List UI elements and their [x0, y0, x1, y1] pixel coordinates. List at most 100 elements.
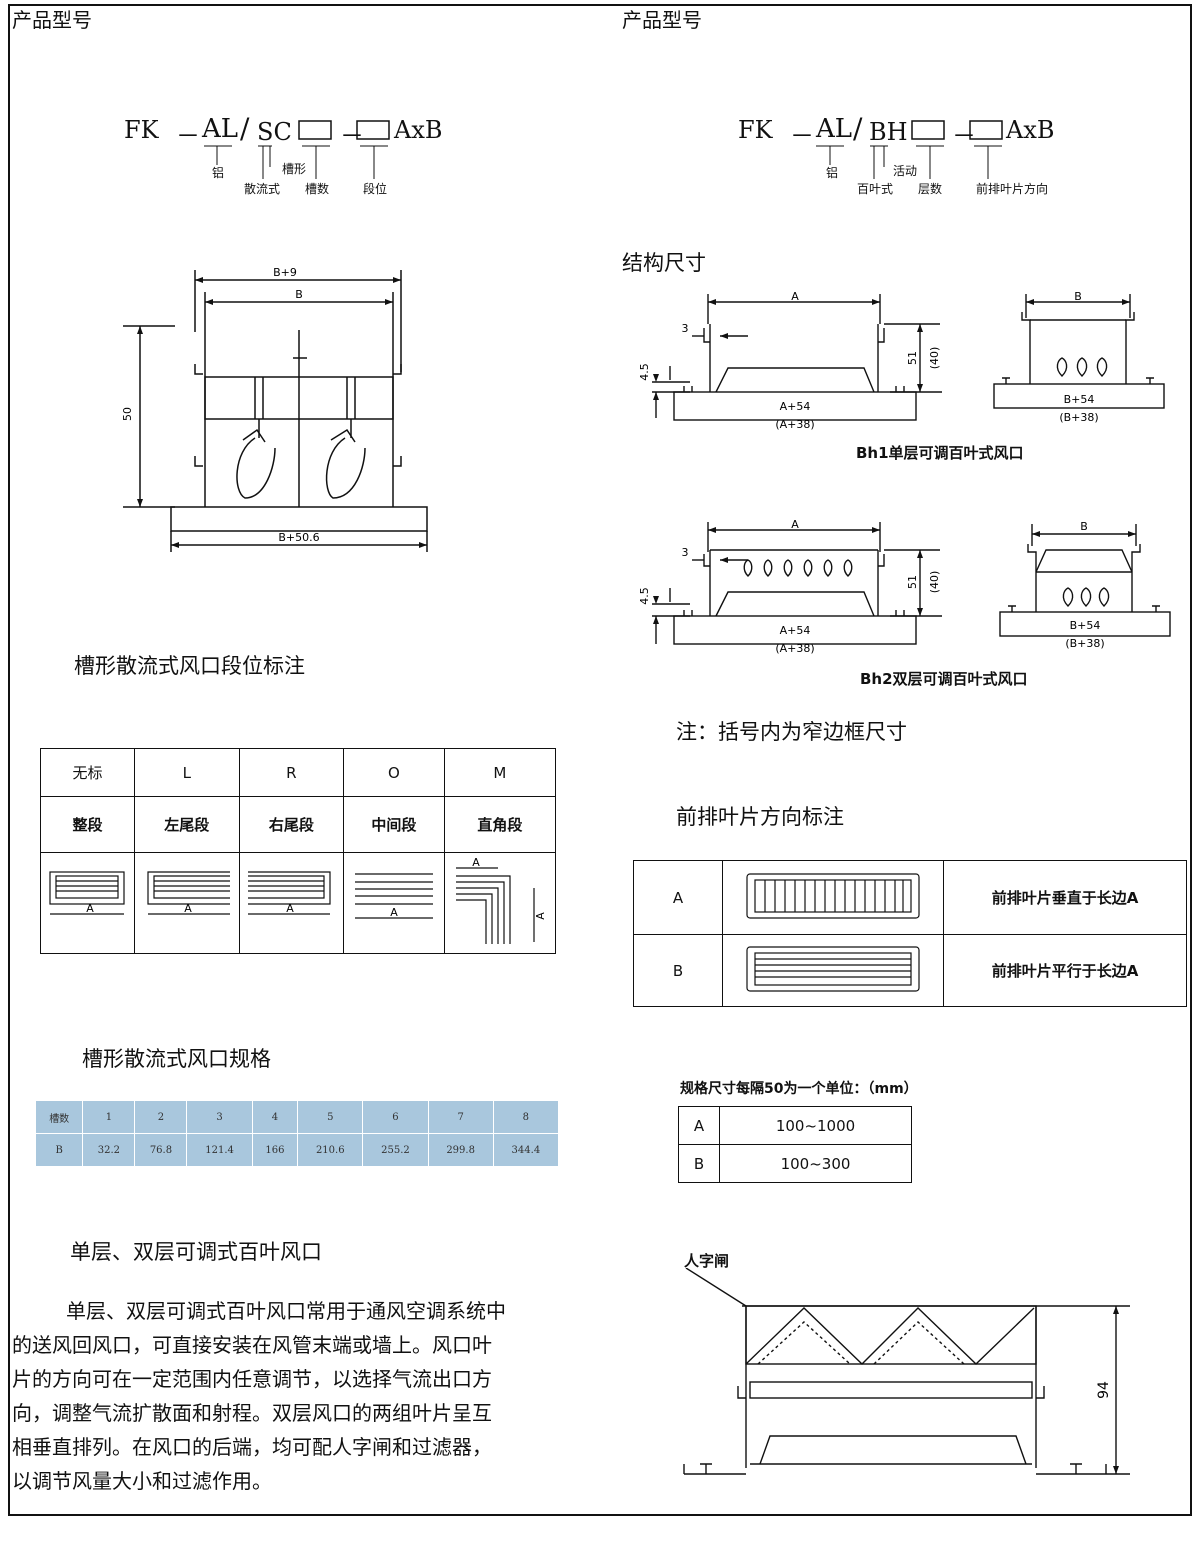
para-line-5: 以调节风量大小和过滤作用。	[12, 1469, 272, 1493]
seg-dim-a-2: A	[287, 902, 295, 915]
spec-r-6: 255.2	[362, 1133, 429, 1167]
size-table: A 100~1000 B 100~300	[678, 1106, 912, 1183]
bh1-dim-a54: A+54	[780, 400, 811, 413]
left-header: 产品型号	[12, 8, 92, 32]
bh2-drawing: A 3 4.5 51 (40) A+54 (A+38) B B+54 (B+38…	[638, 518, 1171, 655]
left-model-code: FK	[124, 116, 159, 144]
seg-name-2: 右尾段	[238, 796, 345, 853]
damper-label: 人字闸	[684, 1252, 730, 1270]
segment-title: 槽形散流式风口段位标注	[74, 654, 305, 678]
r-model-dash-1: －	[790, 122, 814, 150]
para-line-3: 向，调整气流扩散面和射程。双层风口的两组叶片呈互	[12, 1401, 492, 1425]
segment-table: 无标 L R O M 整段 左尾段 右尾段 中间段 直角段 A A	[40, 748, 557, 954]
bh1-dim-4-5: 4.5	[638, 363, 651, 381]
dir-desc-b: 前排叶片平行于长边A	[943, 934, 1187, 1007]
louver-paragraph: 单层、双层可调式百叶风口常用于通风空调系统中 的送风回风口，可直接安装在风管末端…	[12, 1294, 592, 1498]
bh2-dim-b54: B+54	[1070, 619, 1101, 632]
model-fk: FK	[124, 116, 159, 144]
spec-r-0: B	[34, 1133, 84, 1167]
spec-h-0: 槽数	[34, 1100, 84, 1134]
bh2-dim-a54: A+54	[780, 624, 811, 637]
size-code-a: A	[678, 1106, 720, 1145]
dim-b-plus-50-6: B+50.6	[278, 531, 319, 544]
spec-r-2: 76.8	[134, 1133, 188, 1167]
model-axb: AxB	[394, 116, 443, 144]
model-dash-1: －	[176, 122, 200, 150]
dim-b: B	[295, 288, 303, 301]
spec-h-3: 3	[186, 1100, 253, 1134]
r-model-al: AL	[816, 114, 853, 144]
seg-icon-middle: A	[343, 852, 445, 954]
size-code-b: B	[678, 1144, 720, 1183]
right-header: 产品型号	[622, 8, 702, 32]
seg-dim-a-4: A	[472, 856, 480, 869]
bh1-dim-a: A	[791, 290, 799, 303]
r-model-dash-2: －	[952, 122, 976, 150]
right-model-leaders	[816, 120, 1003, 179]
r-label-al: 铝	[826, 166, 839, 180]
spec-r-7: 299.8	[427, 1133, 494, 1167]
spec-r-5: 210.6	[297, 1133, 364, 1167]
direction-title: 前排叶片方向标注	[676, 805, 844, 829]
spec-r-3: 121.4	[186, 1133, 253, 1167]
bh2-dim-3: 3	[682, 546, 689, 559]
label-sc: 散流式	[244, 182, 281, 196]
structure-title: 结构尺寸	[622, 251, 706, 275]
label-al: 铝	[212, 166, 225, 180]
seg-dim-a-1: A	[184, 902, 192, 915]
bh1-caption: Bh1单层可调百叶式风口	[856, 444, 1024, 462]
dir-desc-a: 前排叶片垂直于长边A	[943, 860, 1187, 935]
bh2-dim-b38: (B+38)	[1065, 637, 1104, 650]
seg-name-4: 直角段	[443, 796, 557, 853]
louver-title: 单层、双层可调式百叶风口	[70, 1240, 322, 1264]
dir-code-b: B	[633, 934, 723, 1007]
r-model-axb: AxB	[1006, 116, 1055, 144]
bh2-dim-4-5: 4.5	[638, 587, 651, 605]
para-line-1: 的送风回风口，可直接安装在风管末端或墙上。风口叶	[12, 1333, 492, 1357]
bh2-caption: Bh2双层可调百叶式风口	[860, 670, 1028, 688]
spec-r-1: 32.2	[82, 1133, 136, 1167]
r-model-slash: /	[853, 112, 863, 145]
bh1-dim-b38: (B+38)	[1059, 411, 1098, 424]
size-title: 规格尺寸每隔50为一个单位：（mm）	[680, 1081, 918, 1097]
dim-b-plus-9: B+9	[273, 266, 297, 279]
bh1-dim-b: B	[1074, 290, 1082, 303]
dim-50: 50	[121, 407, 134, 421]
r-model-fk: FK	[738, 116, 773, 144]
size-range-b: 100~300	[719, 1144, 912, 1183]
bh2-dim-51: 51	[906, 575, 919, 589]
r-label-layers: 层数	[918, 182, 943, 196]
bh1-drawing: A 3 4.5 51 (40) A+54 (A+38) B B+54 (B+38…	[638, 290, 1165, 431]
r-model-bh: BH	[869, 118, 908, 146]
spec-r-4: 166	[251, 1133, 299, 1167]
bh2-dim-a: A	[791, 518, 799, 531]
seg-icon-right: A	[238, 852, 345, 954]
trough-diffuser-drawing: B+9 B 50 B+50.6	[121, 266, 428, 552]
dir-code-a: A	[633, 860, 723, 935]
spec-r-8: 344.4	[492, 1133, 560, 1167]
page-frame	[8, 4, 1192, 1516]
bh1-dim-51: 51	[906, 351, 919, 365]
left-model-leaders	[204, 120, 390, 179]
seg-code-1: L	[133, 748, 240, 797]
bh1-dim-a38: (A+38)	[775, 418, 814, 431]
bracket-note: 注：括号内为窄边框尺寸	[676, 720, 907, 744]
seg-code-4: M	[443, 748, 557, 797]
bh1-dim-b54: B+54	[1064, 393, 1095, 406]
spec-h-2: 2	[134, 1100, 188, 1134]
bh2-dim-b: B	[1080, 520, 1088, 533]
model-dash-2: －	[340, 122, 364, 150]
spec-h-5: 5	[297, 1100, 364, 1134]
spec-h-6: 6	[362, 1100, 429, 1134]
damper-dim-94: 94	[1096, 1381, 1112, 1399]
spec-h-8: 8	[492, 1100, 560, 1134]
spec-title: 槽形散流式风口规格	[82, 1047, 271, 1071]
size-range-a: 100~1000	[719, 1106, 912, 1145]
seg-code-2: R	[238, 748, 345, 797]
dir-icon-parallel	[722, 934, 944, 1007]
bh2-dim-a38: (A+38)	[775, 642, 814, 655]
spec-h-1: 1	[82, 1100, 136, 1134]
seg-icon-whole: A	[40, 852, 135, 954]
dir-icon-vertical	[722, 860, 944, 935]
seg-code-3: O	[343, 748, 445, 797]
